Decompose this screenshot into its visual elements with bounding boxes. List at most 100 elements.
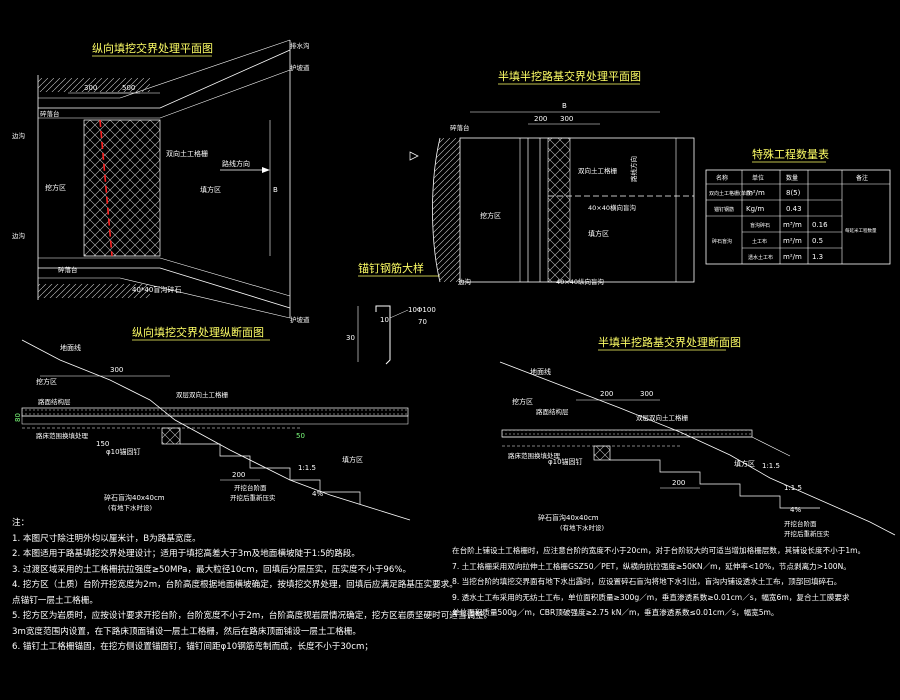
qt-header-unit: 单位 bbox=[752, 174, 764, 182]
note-right-2: 8. 当挖台阶的填挖交界面有地下水出露时，应设置碎石盲沟将地下水引出，盲沟内铺设… bbox=[452, 577, 842, 586]
note-left-7: 3m宽度范围内设置，在下路床顶面铺设一层土工格栅，然后在路床顶面铺设一层土工格栅… bbox=[12, 626, 361, 637]
note-left-2: 2. 本图适用于路基填挖交界处理设计；适用于填挖高差大于3m及地面横坡陡于1:5… bbox=[12, 549, 360, 559]
plan-right-geogrid: 双向土工格栅 bbox=[578, 166, 618, 175]
quantity-table-title: 特殊工程数量表 bbox=[752, 147, 829, 161]
anchor-dim-30: 30 bbox=[346, 334, 355, 342]
plan-left-geogrid: 双向土工格栅 bbox=[166, 149, 208, 158]
qt-row1-name: 锚钉钢筋 bbox=[714, 206, 734, 213]
section-right-slope2: 1:1.5 bbox=[784, 484, 802, 492]
section-left-title: 纵向填挖交界处理纵断面图 bbox=[132, 325, 264, 339]
plan-right-fill: 填方区 bbox=[588, 229, 609, 238]
section-right-4pct: 4% bbox=[790, 506, 801, 514]
section-left-dim-300: 300 bbox=[110, 366, 123, 374]
plan-left-cut-zone: 挖方区 bbox=[45, 183, 66, 192]
qt-row0-qty: 8(5) bbox=[786, 189, 801, 197]
qt-row2-unit: m³/m bbox=[783, 221, 802, 229]
section-left-geogrid: 双层双向土工格栅 bbox=[176, 390, 229, 399]
section-right-step: 开挖台阶面 bbox=[784, 519, 817, 528]
section-left-drain: 碎石盲沟40x40cm bbox=[104, 493, 165, 502]
note-right-4: 单位面积质量500g／m，CBR顶破强度≥2.75 kN／m，垂直渗透系数≤0.… bbox=[452, 608, 779, 617]
note-left-3: 3. 过渡区域采用的土工格栅抗拉强度≥50MPa，最大粒径10cm，回填后分层压… bbox=[12, 564, 412, 575]
plan-right-cut: 挖方区 bbox=[480, 211, 501, 220]
plan-left-shoulder-bottom: 护坡道 bbox=[290, 315, 310, 324]
plan-right-drain-bottom: 40×40纵向盲沟 bbox=[556, 277, 604, 286]
plan-right-side-ditch: 边沟 bbox=[458, 277, 471, 286]
plan-left-road-dir: 路线方向 bbox=[222, 159, 250, 168]
plan-left-pavement-bottom: 碎落台 bbox=[58, 265, 78, 274]
qt-row4-qty: 1.3 bbox=[812, 253, 823, 261]
section-left-drain2: (有地下水时设) bbox=[108, 503, 152, 512]
section-right-dim-200: 200 bbox=[600, 390, 613, 398]
plan-left-shoulder-top: 护坡道 bbox=[290, 63, 310, 72]
qt-header-qty: 数量 bbox=[786, 174, 798, 182]
note-left-5: 点锚钉一层土工格栅。 bbox=[12, 595, 98, 606]
plan-left-pavement: 碎落台 bbox=[40, 109, 60, 118]
section-right-dim-200b: 200 bbox=[672, 479, 685, 487]
qt-row0-name: 双向土工格栅(单层) bbox=[709, 190, 753, 197]
note-left-4: 4. 挖方区（土质）台阶开挖宽度为2m，台阶高度根据地面横坡确定，按填挖交界处理… bbox=[12, 580, 458, 590]
plan-left-view: 纵向填挖交界处理平面图 300 500 B 排水沟 护坡道 边沟 碎落台 挖方区… bbox=[12, 39, 310, 324]
section-right-ground: 地面线 bbox=[530, 367, 551, 376]
section-left-cut: 挖方区 bbox=[36, 377, 57, 386]
note-right-0: 在台阶上铺设土工格栅时，应注意台阶的宽度不小于20cm，对于台阶较大的可适当增加… bbox=[452, 546, 866, 555]
section-left-dim-80: 80 bbox=[14, 413, 22, 422]
plan-left-fill-zone: 填方区 bbox=[200, 185, 221, 194]
section-right-fill: 填方区 bbox=[734, 459, 755, 468]
section-left-slope: 1:1.5 bbox=[298, 464, 316, 472]
section-right-subgrade: 路床范围换填处理 bbox=[508, 451, 561, 460]
plan-left-dim-b: B bbox=[273, 186, 278, 194]
plan-left-title: 纵向填挖交界处理平面图 bbox=[92, 41, 213, 55]
section-right-drain2: (有地下水时设) bbox=[560, 523, 604, 532]
qt-row0-unit: m²/m bbox=[746, 189, 765, 197]
section-right-step2: 开挖后重新压实 bbox=[784, 529, 830, 538]
section-right-cut: 挖方区 bbox=[512, 397, 533, 406]
qt-row3-qty: 0.5 bbox=[812, 237, 823, 245]
plan-right-dim-b: B bbox=[562, 102, 567, 110]
note-left-1: 1. 本图尺寸除注明外均以厘米计，B为路基宽度。 bbox=[12, 533, 201, 544]
qt-header-name: 名称 bbox=[716, 174, 728, 182]
section-right-drain: 碎石盲沟40x40cm bbox=[538, 513, 599, 522]
plan-right-pavement: 碎落台 bbox=[450, 123, 470, 132]
anchor-title: 锚钉钢筋大样 bbox=[358, 261, 424, 275]
plan-left-side-ditch-bottom: 边沟 bbox=[12, 231, 25, 240]
plan-right-dim-200: 200 bbox=[534, 115, 547, 123]
note-left-8: 6. 锚钉土工格栅锚固，在挖方侧设置锚固钉，锚钉间距φ10钢筋弯制而成，长度不小… bbox=[12, 642, 373, 652]
anchor-detail: 锚钉钢筋大样 10 30 10Φ100 70 bbox=[346, 261, 440, 365]
qt-row2-name: 盲沟碎石 bbox=[750, 222, 770, 229]
section-right-title: 半填半挖路基交界处理断面图 bbox=[598, 335, 741, 349]
quantity-table: 特殊工程数量表 名称 单位 数量 备注 双向土工格栅(单层) m²/m 8(5)… bbox=[705, 147, 891, 265]
notes-left: 注： 1. 本图尺寸除注明外均以厘米计，B为路基宽度。 2. 本图适用于路基填挖… bbox=[12, 516, 492, 656]
section-right-geogrid: 双层双向土工格栅 bbox=[636, 413, 689, 422]
anchor-70: 70 bbox=[418, 318, 427, 326]
qt-group-label: 碎石盲沟 bbox=[712, 238, 732, 245]
plan-right-dim-300: 300 bbox=[560, 115, 573, 123]
section-left-road-structure: 路面结构层 bbox=[38, 397, 71, 406]
anchor-spec: 10Φ100 bbox=[408, 306, 436, 314]
note-left-0: 注： bbox=[12, 518, 30, 528]
plan-left-drain-pipe: 40*40盲沟碎石 bbox=[132, 285, 181, 294]
section-left-excavation: 开挖台阶面 bbox=[234, 483, 267, 492]
plan-right-title: 半填半挖路基交界处理平面图 bbox=[498, 69, 641, 83]
section-left-ground: 地面线 bbox=[60, 343, 81, 352]
qt-row3-unit: m²/m bbox=[783, 237, 802, 245]
plan-right-drain-pipe: 40×40横向盲沟 bbox=[588, 203, 636, 212]
qt-row1-unit: Kg/m bbox=[746, 205, 764, 213]
notes-right: 在台阶上铺设土工格栅时，应注意台阶的宽度不小于20cm，对于台阶较大的可适当增加… bbox=[452, 544, 865, 622]
qt-row2-remark: 每延米工程数量 bbox=[845, 227, 877, 234]
section-right-view: 半填半挖路基交界处理断面图 地面线 挖方区 200 300 路面结构层 双层双向… bbox=[499, 335, 896, 538]
plan-right-road-dir: 路线方向 bbox=[629, 156, 638, 182]
section-left-dim-200: 200 bbox=[232, 471, 245, 479]
section-left-dim-150: 150 bbox=[96, 440, 109, 448]
note-left-6: 5. 挖方区为岩质时，应按设计要求开挖台阶，台阶宽度不小于2m，台阶高度视岩层情… bbox=[12, 611, 493, 621]
section-left-anchor: φ10锚固钉 bbox=[106, 447, 141, 456]
qt-row3-name: 土工布 bbox=[752, 238, 767, 245]
section-left-4pct: 4% bbox=[312, 490, 323, 498]
qt-header-remark: 备注 bbox=[856, 174, 868, 182]
section-left-subgrade: 路床范围换填处理 bbox=[36, 431, 89, 440]
section-right-anchor: φ10锚固钉 bbox=[548, 457, 583, 466]
section-left-excavation2: 开挖后重新压实 bbox=[230, 493, 276, 502]
qt-row4-unit: m²/m bbox=[783, 253, 802, 261]
plan-left-side-ditch-top: 边沟 bbox=[12, 131, 25, 140]
qt-row1-qty: 0.43 bbox=[786, 205, 802, 213]
qt-row4-name: 透水土工布 bbox=[748, 254, 773, 261]
